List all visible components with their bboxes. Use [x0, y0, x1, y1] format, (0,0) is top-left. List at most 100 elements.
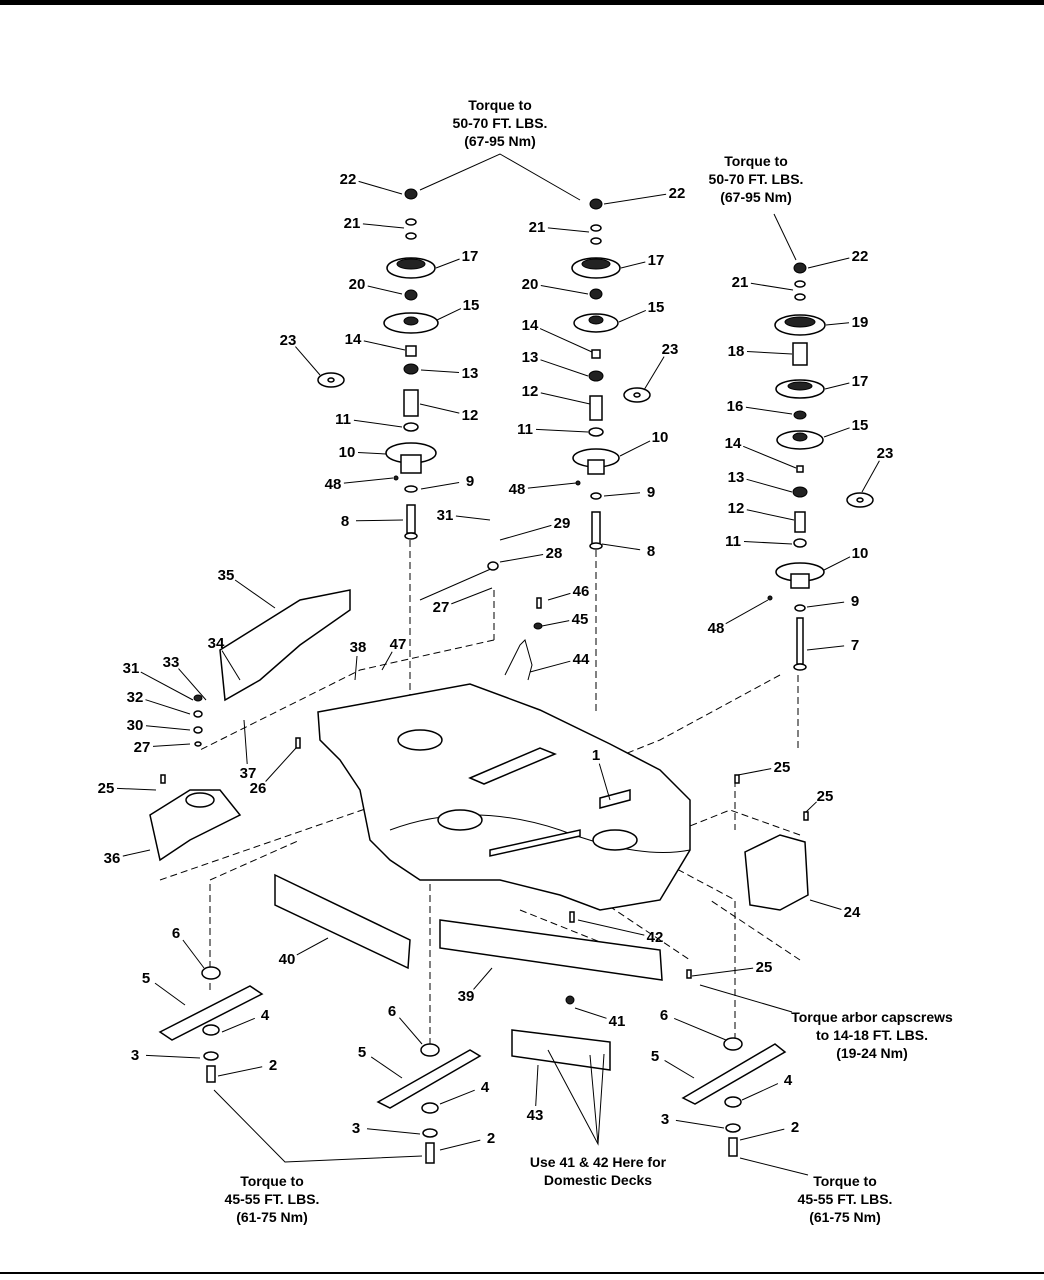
callout-leader-26 [265, 747, 297, 782]
callout-leader-41 [574, 1007, 607, 1019]
callout-number-21: 21 [344, 215, 361, 232]
callout-numbers: 2221172015141312111094882322211720151413… [98, 171, 894, 1147]
callout-leader-13 [420, 369, 460, 373]
callout-number-17: 17 [852, 373, 869, 390]
callout-number-2: 2 [487, 1130, 495, 1147]
callout-number-8: 8 [647, 543, 655, 560]
domestic-deck-note: Use 41 & 42 Here for Domestic Decks [530, 1154, 667, 1188]
note-line: Torque arbor capscrews [791, 1009, 953, 1025]
callout-number-25: 25 [817, 788, 834, 805]
callout-number-15: 15 [648, 299, 665, 316]
callout-leader-23 [643, 356, 665, 391]
callout-leader-30 [145, 725, 191, 731]
torque-note-top-right: Torque to 50-70 FT. LBS. (67-95 Nm) [709, 153, 804, 205]
note-line: Use 41 & 42 Here for [530, 1154, 667, 1170]
callout-leaders [116, 180, 880, 1151]
callout-number-10: 10 [652, 429, 669, 446]
callout-number-4: 4 [481, 1079, 490, 1096]
callout-number-23: 23 [877, 445, 894, 462]
spindle-assembly-right [767, 262, 826, 671]
note-line: 45-55 FT. LBS. [225, 1191, 320, 1207]
callout-leader-3 [145, 1054, 201, 1059]
callout-leader-27 [152, 743, 191, 747]
spindle-assembly-left [383, 188, 439, 540]
callout-leader-35 [234, 579, 276, 609]
callout-leader-24 [809, 899, 842, 910]
callout-number-25: 25 [756, 959, 773, 976]
callout-number-31: 31 [437, 507, 454, 524]
baffles [274, 873, 663, 1071]
callout-number-30: 30 [127, 717, 144, 734]
callout-leader-4 [439, 1089, 475, 1105]
callout-number-2: 2 [791, 1119, 799, 1136]
callout-leader-6 [674, 1017, 727, 1041]
callout-leader-10 [357, 452, 387, 455]
callout-leader-5 [370, 1056, 403, 1079]
callout-leader-21 [547, 227, 590, 233]
callout-leader-25 [805, 801, 817, 813]
callout-number-7: 7 [851, 637, 859, 654]
callout-number-5: 5 [358, 1044, 366, 1061]
callout-number-9: 9 [851, 593, 859, 610]
callout-number-43: 43 [527, 1107, 544, 1124]
callout-leader-5 [664, 1059, 695, 1079]
callout-leader-15 [823, 427, 850, 438]
callout-number-27: 27 [433, 599, 450, 616]
torque-note-blade-right: Torque to 45-55 FT. LBS. (61-75 Nm) [798, 1173, 893, 1225]
callout-leader-13 [746, 478, 793, 493]
callout-leader-17 [620, 261, 646, 269]
callout-number-3: 3 [661, 1111, 669, 1128]
callout-leader-25 [691, 967, 754, 977]
callout-leader-11 [535, 428, 589, 433]
callout-number-21: 21 [529, 219, 546, 236]
callout-number-8: 8 [341, 513, 349, 530]
callout-number-14: 14 [345, 331, 362, 348]
callout-leader-14 [539, 328, 593, 353]
callout-number-29: 29 [554, 515, 571, 532]
torque-note-top-center: Torque to 50-70 FT. LBS. (67-95 Nm) [453, 97, 548, 149]
callout-number-22: 22 [340, 171, 357, 188]
note-line: Torque to [240, 1173, 304, 1189]
callout-leader-40 [296, 937, 329, 956]
callout-leader-4 [741, 1083, 779, 1101]
callout-leader-28 [499, 554, 544, 563]
callout-number-6: 6 [172, 925, 180, 942]
callout-number-18: 18 [728, 343, 745, 360]
callout-number-44: 44 [573, 651, 590, 668]
callout-number-12: 12 [462, 407, 479, 424]
callout-leader-12 [419, 403, 460, 414]
callout-leader-20 [367, 285, 403, 295]
callout-number-26: 26 [250, 780, 267, 797]
callout-number-17: 17 [648, 252, 665, 269]
callout-number-20: 20 [522, 276, 539, 293]
callout-number-12: 12 [522, 383, 539, 400]
callout-leader-3 [675, 1119, 725, 1129]
callout-number-14: 14 [725, 435, 742, 452]
callout-number-12: 12 [728, 500, 745, 517]
callout-number-48: 48 [509, 481, 526, 498]
callout-leader-27 [451, 587, 493, 605]
callout-leader-2 [739, 1128, 785, 1141]
callout-leader-12 [746, 509, 795, 521]
callout-number-6: 6 [660, 1007, 668, 1024]
callout-leader-7 [806, 645, 845, 651]
callout-number-22: 22 [852, 248, 869, 265]
callout-number-38: 38 [350, 639, 367, 656]
callout-number-13: 13 [522, 349, 539, 366]
callout-leader-17 [435, 258, 460, 269]
note-line: Torque to [468, 97, 532, 113]
bottom-rule [0, 1272, 1044, 1274]
callout-leader-23 [861, 460, 880, 493]
callout-leader-29 [499, 524, 552, 541]
callout-number-11: 11 [335, 411, 351, 428]
callout-leader-2 [439, 1139, 481, 1151]
callout-leader-25 [116, 787, 157, 791]
callout-leader-31 [455, 515, 491, 521]
callout-leader-10 [619, 440, 651, 457]
callout-leader-37 [243, 719, 248, 765]
note-line: (67-95 Nm) [464, 133, 536, 149]
callout-number-37: 37 [240, 765, 257, 782]
note-line: 45-55 FT. LBS. [798, 1191, 893, 1207]
callout-number-34: 34 [208, 635, 225, 652]
note-line: Torque to [724, 153, 788, 169]
